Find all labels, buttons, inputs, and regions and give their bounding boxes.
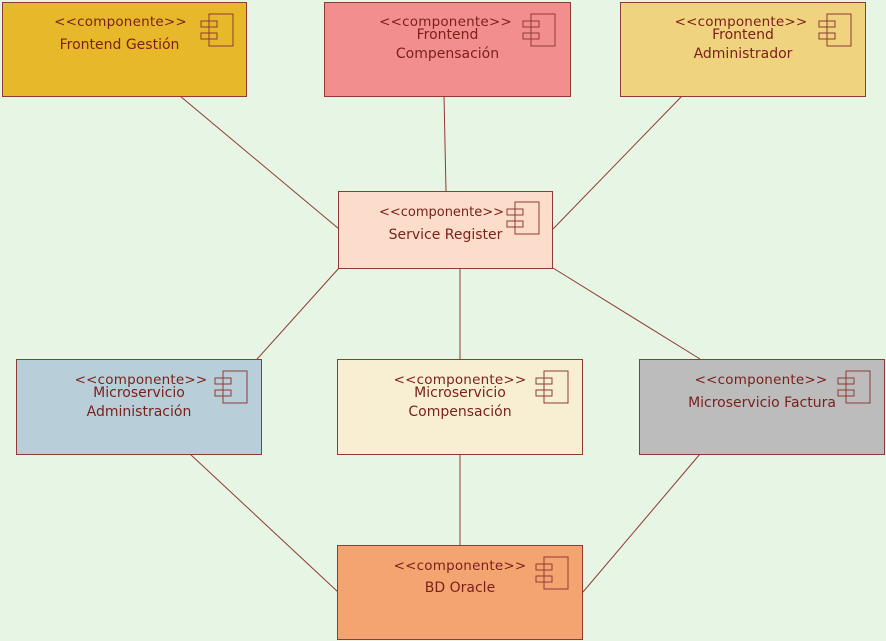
component-name: Frontend Gestión	[59, 37, 180, 53]
component-icon	[505, 199, 541, 237]
component-icon	[817, 11, 853, 49]
stereotype-label: <<componente>>	[393, 558, 527, 574]
component-name-line-2: Compensación	[408, 404, 512, 420]
stereotype-label: <<componente>>	[54, 14, 187, 30]
component-microservicio-administracion[interactable]: <<componente>> Microservicio Administrac…	[16, 359, 262, 455]
component-frontend-compensacion[interactable]: <<componente>> Frontend Compensación	[324, 2, 571, 97]
component-bd-oracle[interactable]: <<componente>> BD Oracle	[337, 545, 583, 640]
link-ms-administracion-bd-oracle	[189, 453, 339, 593]
component-name-line-1: Frontend	[416, 27, 479, 43]
component-frontend-gestion[interactable]: <<componente>> Frontend Gestión	[2, 2, 247, 97]
component-name: Microservicio Factura	[688, 395, 836, 411]
link-frontend-administrador-service-register	[552, 95, 683, 230]
stereotype-label: <<componente>>	[74, 372, 208, 388]
stereotype-label: <<componente>>	[379, 14, 512, 30]
component-name: BD Oracle	[424, 580, 496, 596]
component-icon	[534, 554, 570, 592]
stereotype-label: <<componente>>	[674, 14, 808, 30]
component-microservicio-factura[interactable]: <<componente>> Microservicio Factura	[639, 359, 885, 455]
component-name-line-2: Administración	[86, 404, 192, 420]
link-service-register-ms-factura	[552, 267, 701, 360]
component-name-line-1: Microservicio	[414, 385, 506, 401]
component-icon	[521, 11, 557, 49]
stereotype-label: <<componente>>	[694, 372, 828, 388]
component-microservicio-compensacion[interactable]: <<componente>> Microservicio Compensació…	[337, 359, 583, 455]
component-name-line-2: Administrador	[693, 46, 793, 62]
component-name-line-1: Microservicio	[93, 385, 185, 401]
component-icon	[199, 11, 235, 49]
stereotype-label: <<componente>>	[378, 205, 505, 220]
component-name-line-2: Compensación	[395, 46, 500, 62]
link-frontend-compensacion-service-register	[443, 95, 447, 192]
link-ms-factura-bd-oracle	[582, 453, 701, 593]
component-service-register[interactable]: <<componente>> Service Register	[338, 191, 553, 269]
component-icon	[213, 368, 249, 406]
link-service-register-ms-administracion	[248, 267, 340, 369]
stereotype-label: <<componente>>	[393, 372, 527, 388]
component-name: Service Register	[388, 227, 503, 243]
component-icon	[534, 368, 570, 406]
link-frontend-gestion-service-register	[179, 95, 340, 230]
component-frontend-administrador[interactable]: <<componente>> Frontend Administrador	[620, 2, 866, 97]
component-icon	[836, 368, 872, 406]
component-name-line-1: Frontend	[712, 27, 774, 43]
